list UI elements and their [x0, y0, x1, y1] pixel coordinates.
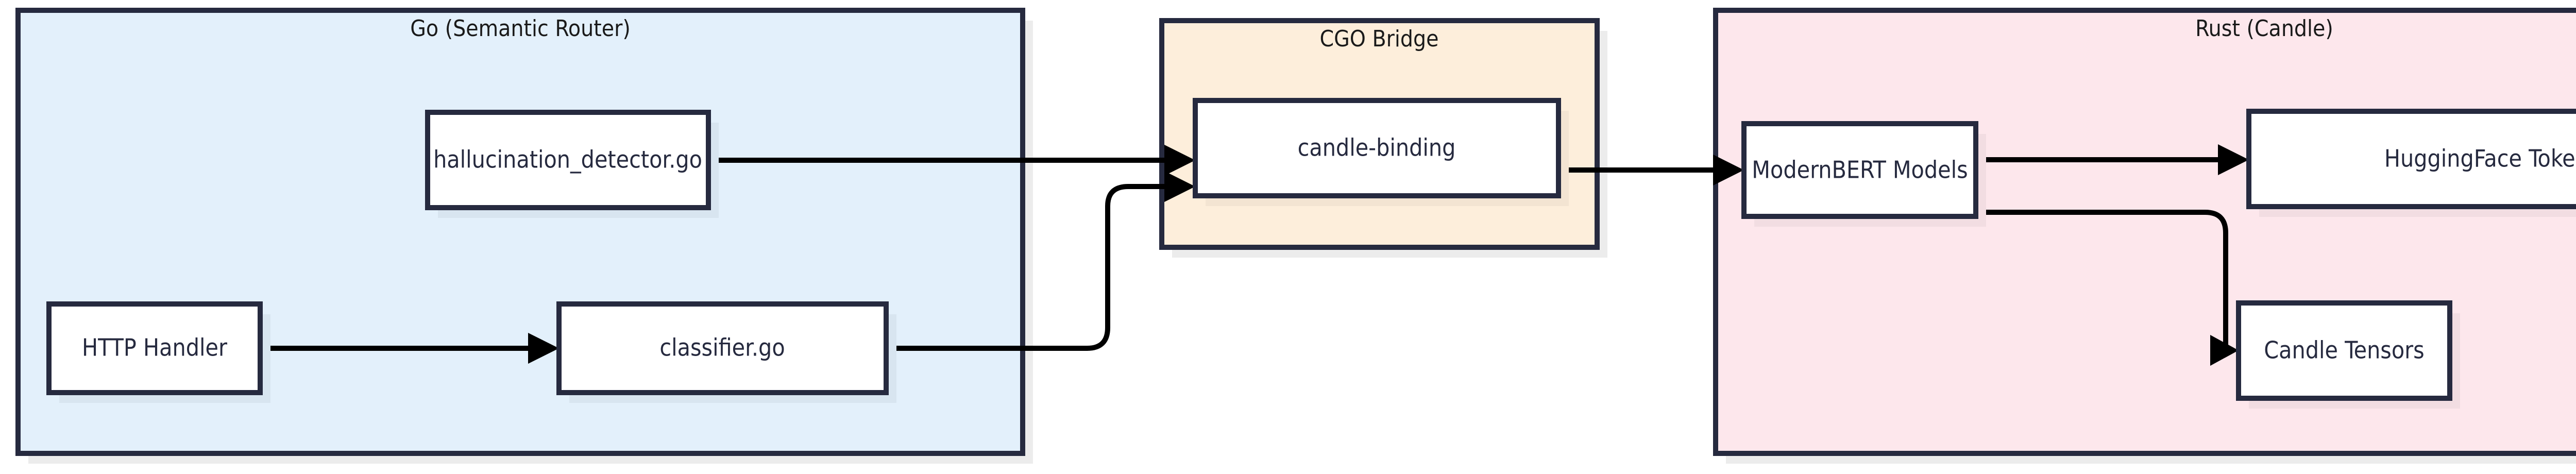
- modernbert-node-label: ModernBERT Models: [1752, 156, 1968, 184]
- edge-http-to-classifier: [260, 333, 559, 364]
- candle-binding-node-rect[interactable]: [1193, 98, 1561, 198]
- edge-binding-to-modernbert: [1558, 155, 1744, 185]
- edge-modernbert-to-tokenizers: [1976, 144, 2249, 175]
- node-huggingface-tokenizers[interactable]: HuggingFace Tokenizers: [2246, 109, 2576, 209]
- node-candle-binding[interactable]: candle-binding: [1193, 98, 1561, 198]
- hf-tokenizers-node-rect[interactable]: [2246, 109, 2576, 209]
- edge-hallucination-to-binding: [708, 145, 1195, 176]
- arrow-head-modernbert-to-tensors: [2210, 335, 2239, 366]
- hallucination-node-rect[interactable]: [425, 110, 711, 210]
- classifier-node-rect[interactable]: [556, 301, 889, 395]
- node-candle-tensors[interactable]: Candle Tensors: [2236, 300, 2452, 401]
- node-classifier-go[interactable]: classifier.go: [556, 301, 889, 395]
- node-hallucination-detector-go[interactable]: hallucination_detector.go: [425, 110, 711, 210]
- node-modernbert-models[interactable]: ModernBERT Models: [1741, 121, 1978, 219]
- arrow-head-classifier-to-binding: [1164, 171, 1195, 202]
- candle-tensors-node-rect[interactable]: [2236, 300, 2452, 401]
- node-http-handler[interactable]: HTTP Handler: [46, 301, 263, 395]
- modernbert-node-rect[interactable]: [1741, 121, 1978, 219]
- cgo-cluster-title: CGO Bridge: [1319, 26, 1438, 52]
- arrow-head-http-to-classifier: [528, 333, 559, 364]
- hf-tokenizers-node-label: HuggingFace Tokenizers: [2384, 145, 2576, 173]
- rust-cluster-title: Rust (Candle): [2195, 15, 2333, 42]
- nodes-layer: hallucination_detector.go HTTP Handler c…: [46, 98, 2576, 401]
- hallucination-node-label: hallucination_detector.go: [433, 146, 702, 174]
- edge-modernbert-to-tensors: [1976, 210, 2239, 366]
- go-cluster-title: Go (Semantic Router): [410, 15, 631, 42]
- arrow-head-hallucination-to-binding: [1164, 145, 1195, 176]
- arrow-head-modernbert-to-tokenizers: [2218, 144, 2249, 175]
- classifier-node-label: classifier.go: [659, 334, 785, 362]
- arrow-head-binding-to-modernbert: [1713, 155, 1744, 185]
- edge-classifier-to-binding: [886, 171, 1195, 351]
- http-handler-node-rect[interactable]: [46, 301, 263, 395]
- candle-binding-node-label: candle-binding: [1298, 134, 1456, 162]
- candle-tensors-node-label: Candle Tensors: [2264, 336, 2425, 364]
- http-handler-node-label: HTTP Handler: [82, 334, 228, 362]
- edges-layer: [260, 144, 2249, 366]
